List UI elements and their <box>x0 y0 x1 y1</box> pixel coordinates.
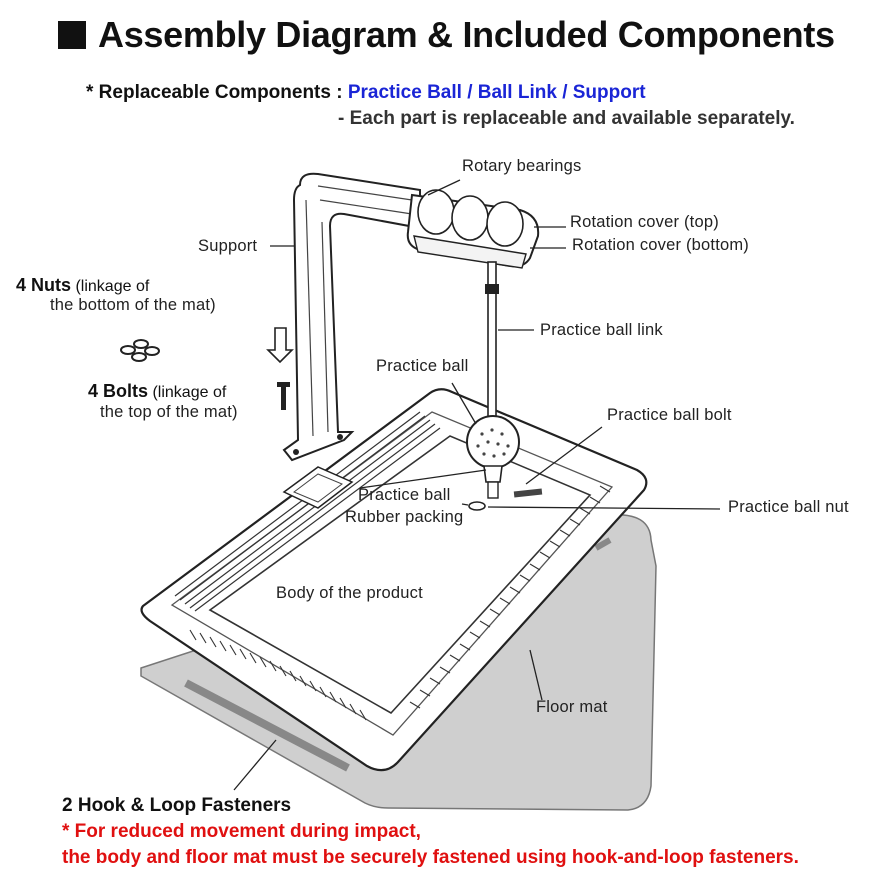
bolts-note-2: the top of the mat) <box>100 403 238 421</box>
label-4-nuts: 4 Nuts (linkage of <box>16 275 149 296</box>
label-practice-ball-nut: Practice ball nut <box>728 498 849 516</box>
practice-ball-assembly-illustration <box>466 261 520 499</box>
rotation-cover-illustration <box>406 189 540 269</box>
warning-note-line2: the body and floor mat must be securely … <box>62 847 799 868</box>
small-parts-illustration <box>120 327 543 511</box>
title-text: Assembly Diagram & Included Components <box>98 14 835 55</box>
label-body-of-product: Body of the product <box>276 584 423 602</box>
replaceable-items: Practice Ball / Ball Link / Support <box>347 82 646 103</box>
bolts-bold: 4 Bolts <box>88 381 149 401</box>
nuts-note-1: (linkage of <box>71 278 150 295</box>
label-practice-ball-link: Practice ball link <box>540 321 663 339</box>
label-practice-ball-bolt: Practice ball bolt <box>607 406 732 424</box>
product-body-illustration <box>140 388 648 772</box>
label-rotary-bearings: Rotary bearings <box>462 157 582 175</box>
label-floor-mat: Floor mat <box>536 698 608 716</box>
leader-lines <box>233 179 721 791</box>
replaceable-components-line: * Replaceable Components : Practice Ball… <box>86 82 646 104</box>
label-rubber-packing-line2: Rubber packing <box>345 508 464 526</box>
bolts-note-1: (linkage of <box>148 384 227 401</box>
label-rubber-packing-line1: Practice ball <box>358 486 451 504</box>
label-support: Support <box>198 237 258 255</box>
nuts-note-2: the bottom of the mat) <box>50 296 216 314</box>
replaceable-prefix: * Replaceable Components : <box>86 82 348 103</box>
label-rotation-cover-top: Rotation cover (top) <box>570 213 719 231</box>
nuts-bold: 4 Nuts <box>16 275 72 295</box>
label-rotation-cover-bottom: Rotation cover (bottom) <box>572 236 750 254</box>
warning-note-line1: * For reduced movement during impact, <box>62 821 421 842</box>
page-title: Assembly Diagram & Included Components <box>58 14 835 56</box>
title-square-icon <box>58 21 86 49</box>
label-4-bolts: 4 Bolts (linkage of <box>88 381 226 402</box>
fasteners-label: 2 Hook & Loop Fasteners <box>62 795 292 816</box>
separately-note: - Each part is replaceable and available… <box>338 108 795 129</box>
label-practice-ball: Practice ball <box>376 357 469 375</box>
support-illustration <box>282 172 421 462</box>
